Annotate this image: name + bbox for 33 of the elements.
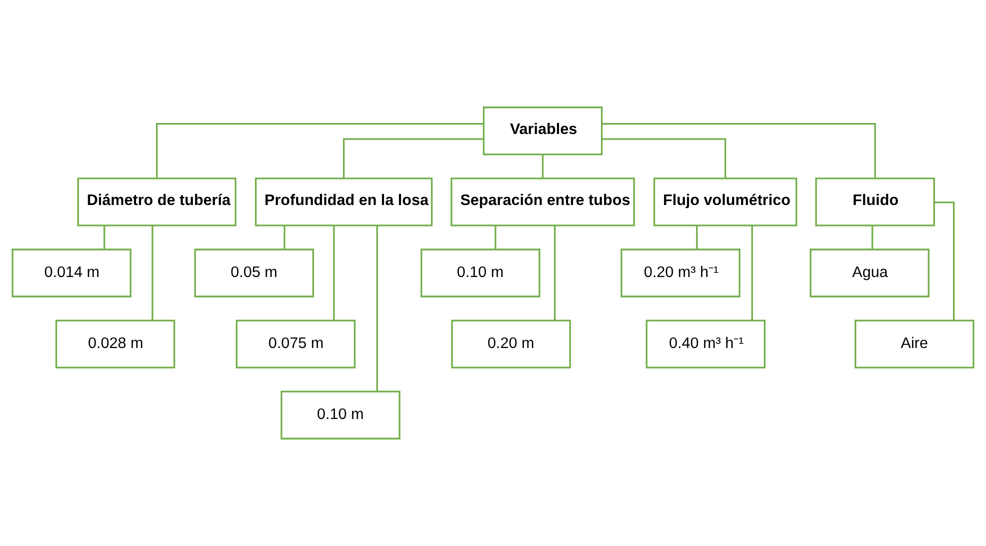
node-box: Fluido bbox=[815, 178, 935, 226]
connector bbox=[152, 226, 154, 320]
node-box: 0.10 m bbox=[420, 248, 540, 298]
node-box: 0.028 m bbox=[55, 320, 176, 368]
node-box: Flujo volumétrico bbox=[653, 178, 798, 226]
connector bbox=[376, 226, 378, 392]
connector bbox=[696, 226, 698, 250]
connector bbox=[542, 154, 544, 178]
connector bbox=[284, 226, 286, 250]
connector bbox=[934, 202, 955, 320]
connector bbox=[602, 122, 876, 178]
node-box: 0.40 m³ h⁻¹ bbox=[646, 320, 766, 368]
connector bbox=[342, 138, 484, 178]
node-box: 0.05 m bbox=[194, 248, 314, 298]
connector bbox=[104, 226, 106, 250]
connector bbox=[494, 226, 496, 250]
node-box: 0.014 m bbox=[12, 248, 132, 298]
connector bbox=[156, 122, 484, 178]
connector bbox=[333, 226, 335, 320]
node-box: Variables bbox=[482, 106, 603, 156]
connector bbox=[602, 138, 726, 178]
connector bbox=[554, 226, 556, 320]
node-box: 0.10 m bbox=[280, 390, 400, 440]
connector bbox=[751, 226, 753, 320]
node-box: 0.20 m bbox=[451, 320, 571, 368]
node-box: Aire bbox=[854, 320, 974, 368]
node-box: 0.20 m³ h⁻¹ bbox=[620, 248, 740, 298]
connector bbox=[872, 226, 874, 250]
node-box: Diámetro de tubería bbox=[77, 178, 236, 226]
node-box: Agua bbox=[810, 248, 930, 298]
node-box: Profundidad en la losa bbox=[254, 178, 433, 226]
node-box: Separación entre tubos bbox=[450, 178, 635, 226]
node-box: 0.075 m bbox=[236, 320, 356, 368]
